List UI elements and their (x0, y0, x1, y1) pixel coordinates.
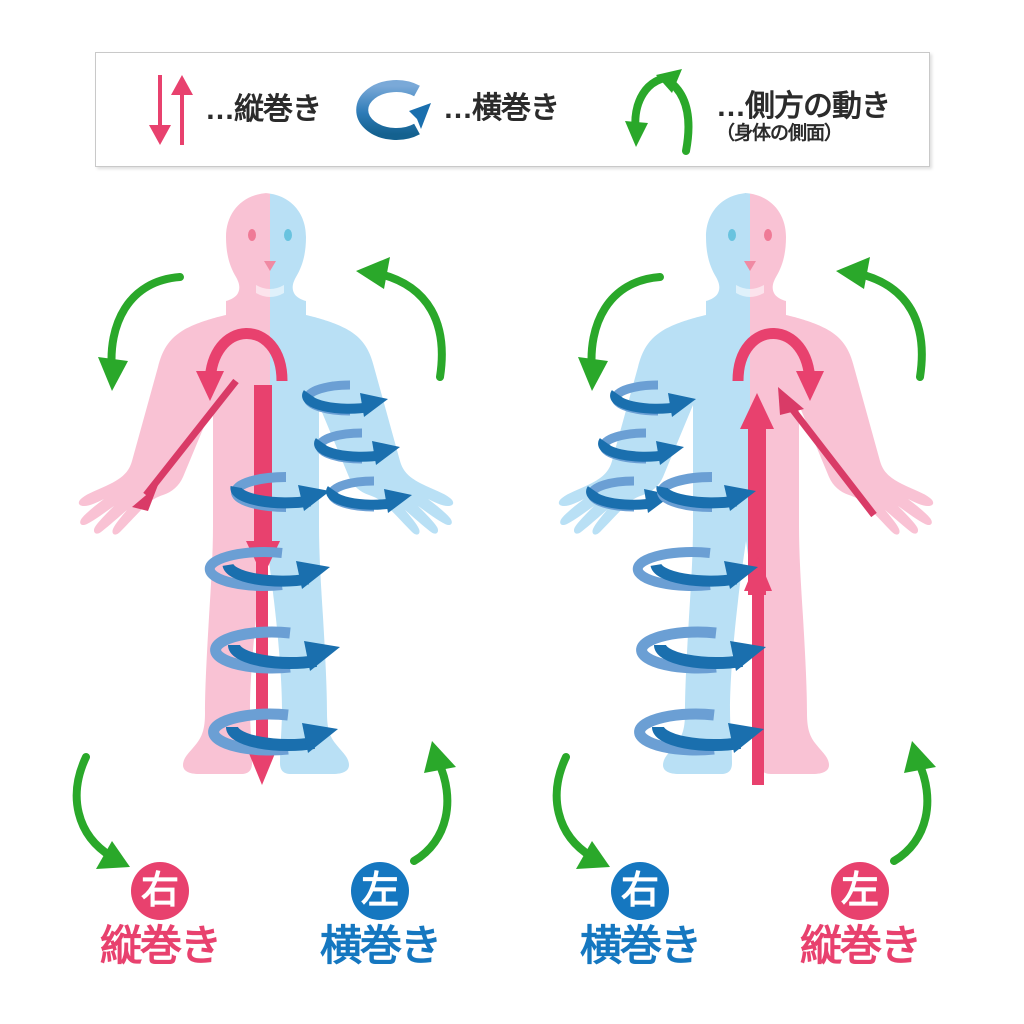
green-arrow-top-right (852, 269, 926, 381)
legend-item-horizontal-roll: …横巻き (351, 75, 560, 143)
left-eye (728, 229, 736, 241)
label-text-vertical-roll: 縦巻き (799, 922, 922, 969)
neck-shadow (736, 285, 764, 297)
left-figure-labels: 右 縦巻き 左 横巻き (50, 862, 490, 982)
label-text-horizontal-roll: 横巻き (579, 922, 702, 969)
spiral-torso-1 (656, 472, 756, 512)
right-eye (764, 229, 772, 241)
green-arrow-bottom-right (890, 757, 932, 865)
green-arrow-top-left (587, 273, 664, 375)
legend-label-vertical-roll: …縦巻き (205, 93, 322, 127)
left-figure-label-right-side: 右 縦巻き (50, 862, 270, 982)
badge-right: 右 (611, 862, 669, 920)
vertical-double-arrow-icon (141, 71, 205, 149)
legend-item-vertical-roll: …縦巻き (141, 71, 322, 149)
spiral-arm-1 (610, 380, 696, 417)
neck-shadow (256, 285, 284, 297)
green-arrow-bottom-left (552, 753, 596, 861)
body-half-blue (558, 193, 750, 774)
nose (264, 261, 276, 271)
spiral-torso-1 (230, 472, 330, 512)
right-figure-labels: 右 横巻き 左 縦巻き (530, 862, 970, 982)
legend-label-horizontal-roll: …横巻き (443, 92, 560, 126)
spiral-torso-2 (632, 547, 758, 591)
badge-right: 右 (131, 862, 189, 920)
green-arrow-top-left (107, 273, 184, 375)
legend-label-lateral-movement: …側方の動き （身体の側面） (716, 77, 891, 144)
lateral-movement-arrows (552, 257, 936, 869)
green-arrow-top-right (372, 269, 446, 381)
legend-box: …縦巻き …横巻き (95, 52, 930, 167)
lateral-swirl-arrow-icon (616, 63, 716, 158)
body-half-pink (750, 193, 934, 774)
spiral-arm-1 (302, 380, 388, 417)
left-eye (248, 229, 256, 241)
legend-label-lateral-sub: （身体の側面） (716, 122, 843, 144)
green-arrow-bottom-right (410, 757, 452, 865)
horizontal-roll-spirals (586, 380, 766, 756)
spiral-leg-1 (210, 626, 340, 674)
nose (744, 261, 756, 271)
label-text-horizontal-roll: 横巻き (319, 922, 442, 969)
left-figure (50, 185, 490, 885)
spiral-arm-3 (326, 476, 412, 513)
spiral-arm-2 (598, 428, 684, 465)
label-text-vertical-roll: 縦巻き (99, 922, 222, 969)
right-eye (284, 229, 292, 241)
spiral-leg-2 (208, 708, 338, 756)
badge-left: 左 (831, 862, 889, 920)
badge-left: 左 (351, 862, 409, 920)
spiral-torso-2 (204, 547, 330, 591)
lateral-movement-arrows (72, 257, 456, 869)
legend-label-lateral-main: …側方の動き (716, 90, 891, 124)
body-half-blue (270, 193, 454, 774)
legend-item-lateral-movement: …側方の動き （身体の側面） (616, 63, 891, 158)
left-figure-label-left-side: 左 横巻き (270, 862, 490, 982)
horizontal-roll-spirals (204, 380, 412, 756)
right-figure (530, 185, 970, 885)
right-figure-label-right-side: 右 横巻き (530, 862, 750, 982)
body-half-pink (78, 193, 270, 774)
right-figure-label-left-side: 左 縦巻き (750, 862, 970, 982)
spiral-leg-2 (634, 708, 764, 756)
green-arrow-bottom-left (72, 753, 116, 861)
spiral-arm-2 (314, 428, 400, 465)
horizontal-rotation-arrow-icon (351, 75, 443, 143)
spiral-leg-1 (636, 626, 766, 674)
